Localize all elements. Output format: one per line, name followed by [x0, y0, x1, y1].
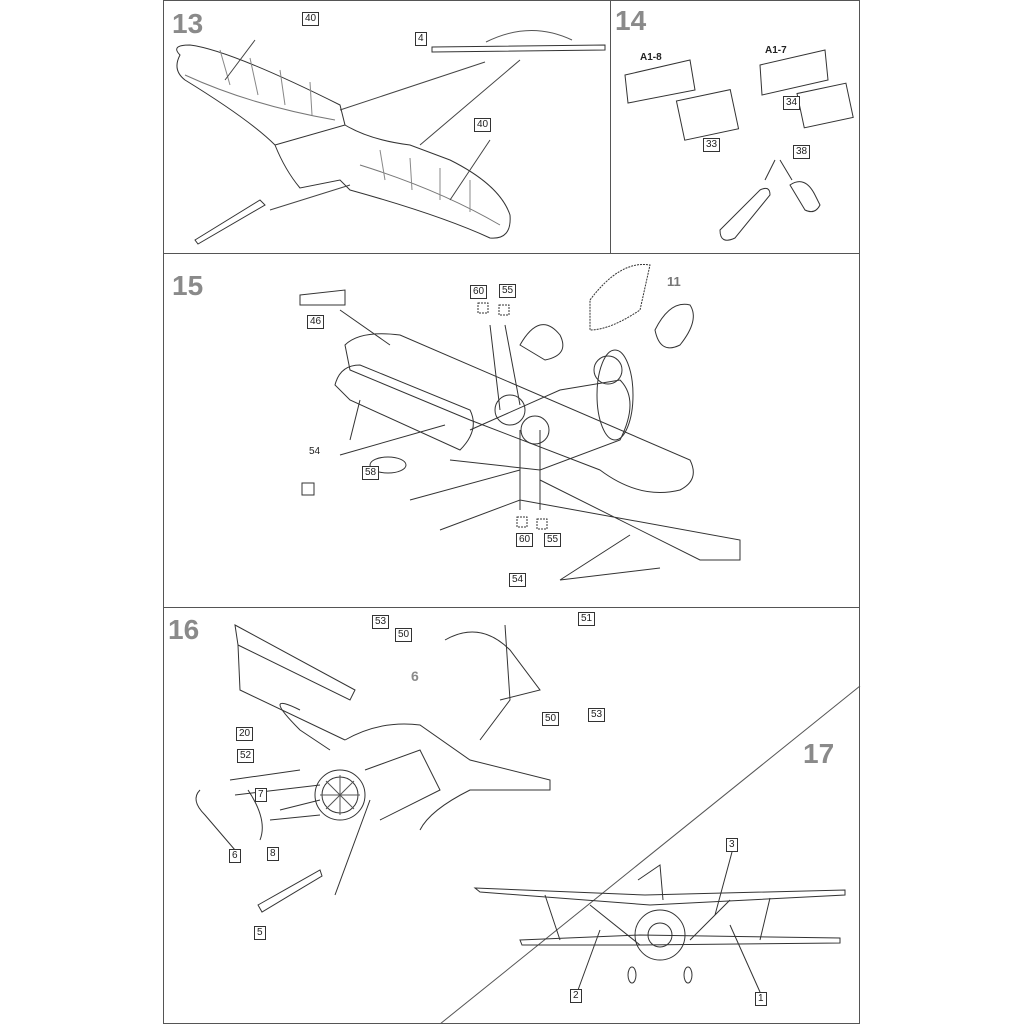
part-label-3: 3	[726, 838, 738, 852]
part-label-50: 50	[542, 712, 560, 726]
part-label-46: 46	[307, 315, 325, 329]
part-label-4: 4	[415, 32, 427, 46]
part-label-11: 11	[667, 274, 681, 289]
part-label-34: 34	[783, 96, 801, 110]
part-label-58: 58	[362, 466, 380, 480]
step13-upper-wing	[176, 30, 606, 245]
step-number-13: 13	[172, 8, 204, 39]
part-label-38: 38	[793, 145, 811, 159]
part-label-33: 33	[703, 138, 721, 152]
part-label-55: 55	[499, 284, 517, 298]
part-label-55: 55	[544, 533, 562, 547]
part-label-54: 54	[509, 573, 527, 587]
part-label-60: 60	[516, 533, 534, 547]
part-label-60: 60	[470, 285, 488, 299]
part-label-6: 6	[411, 668, 419, 684]
part-label-5: 5	[254, 926, 266, 940]
panel-frames	[163, 0, 861, 1024]
step-number-16: 16	[168, 614, 200, 645]
part-label-8: 8	[267, 847, 279, 861]
step-number-15: 15	[172, 270, 204, 301]
part-label-7: 7	[255, 788, 267, 802]
part-label-a1-7: A1-7	[765, 45, 787, 56]
step-number-17: 17	[803, 738, 835, 769]
part-label-54: 54	[309, 446, 321, 457]
part-label-52: 52	[237, 749, 255, 763]
step-number-14: 14	[615, 5, 647, 36]
part-label-51: 51	[578, 612, 596, 626]
part-label-53: 53	[372, 615, 390, 629]
step17-aircraft	[473, 851, 846, 993]
part-label-40: 40	[302, 12, 320, 26]
step15-aircraft	[299, 263, 741, 581]
step16-aircraft	[195, 624, 551, 913]
step14-parts	[624, 49, 854, 241]
part-label-2: 2	[570, 989, 582, 1003]
part-label-20: 20	[236, 727, 254, 741]
part-label-a1-8: A1-8	[640, 52, 662, 63]
part-label-40: 40	[474, 118, 492, 132]
part-label-53: 53	[588, 708, 606, 722]
part-label-1: 1	[755, 992, 767, 1006]
part-label-6: 6	[229, 849, 241, 863]
part-label-50: 50	[395, 628, 413, 642]
